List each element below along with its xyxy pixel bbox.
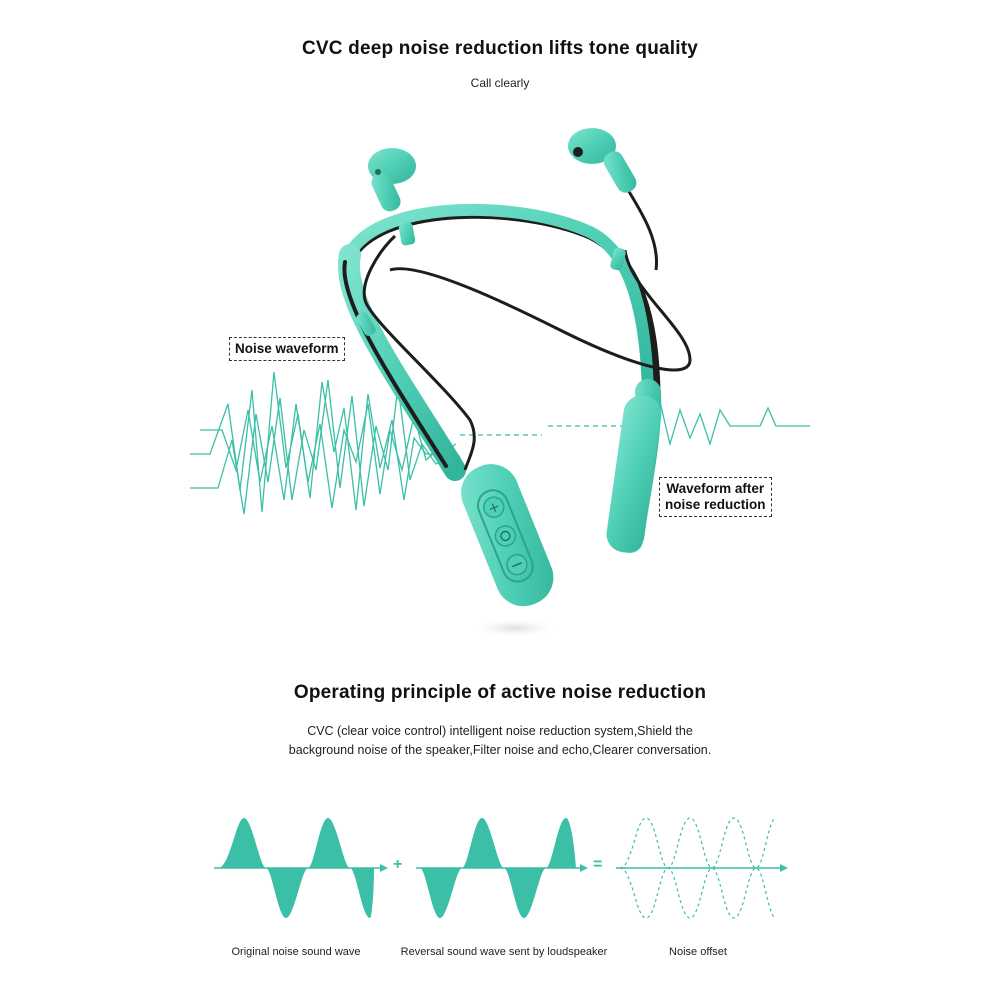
right-earbud [568,128,637,193]
reduced-waveform-callout: Waveform after noise reduction [659,477,772,517]
reduced-waveform-label-line1: Waveform after [666,481,765,496]
caption-offset: Noise offset [669,946,727,958]
caption-reversal: Reversal sound wave sent by loudspeaker [400,946,608,958]
wave-diagram [214,817,788,919]
original-wave-graphic [214,818,388,918]
noise-offset-graphic [616,817,780,919]
reduced-waveform-label-line2: noise reduction [665,497,766,512]
neckband-headphones: + [337,128,692,607]
noise-waveform-graphic [190,371,461,515]
floor-shadow [470,618,560,638]
reduced-waveform-graphic [640,399,810,447]
section-subtitle: Call clearly [470,76,530,90]
section-title: CVC deep noise reduction lifts tone qual… [301,38,699,59]
battery-module [606,395,662,553]
description-line-1: CVC (clear voice control) intelligent no… [307,724,693,738]
principle-title: Operating principle of active noise redu… [293,682,707,703]
control-module: + [461,464,554,607]
power-icon [494,525,517,547]
caption-original: Original noise sound wave [231,946,361,958]
principle-description: CVC (clear voice control) intelligent no… [0,722,1000,760]
noise-waveform-callout: Noise waveform [229,337,345,361]
description-line-2: background noise of the speaker,Filter n… [288,743,712,757]
reversal-wave-graphic [416,818,588,918]
svg-text:+: + [486,498,503,517]
equals-operator: = [593,856,603,873]
plus-operator: + [393,856,403,873]
volume-up-icon [483,496,505,518]
left-earbud [368,148,416,212]
noise-waveform-label: Noise waveform [235,341,339,356]
